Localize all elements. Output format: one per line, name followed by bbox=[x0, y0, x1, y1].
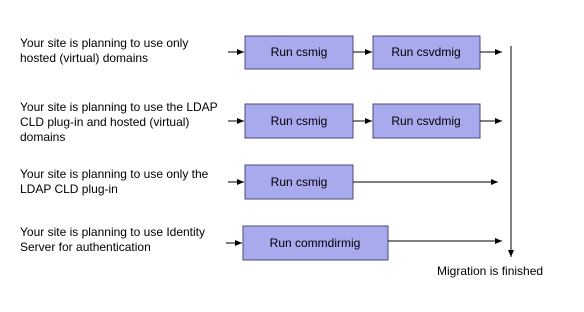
migration-finished-label: Migration is finished bbox=[437, 264, 544, 278]
step-box-row1-csvdmig: Run csvdmig bbox=[372, 35, 481, 70]
scenario-label-4: Your site is planning to use Identity Se… bbox=[20, 225, 206, 254]
step-label-row3-csmig: Run csmig bbox=[271, 175, 328, 189]
step-label-row1-csvdmig: Run csvdmig bbox=[391, 45, 460, 59]
step-label-row2-csmig: Run csmig bbox=[271, 114, 328, 128]
scenario-label-2: Your site is planning to use the LDAP CL… bbox=[20, 100, 218, 144]
step-box-row4-commdirmig: Run commdirmig bbox=[242, 225, 389, 261]
step-label-row4-commdirmig: Run commdirmig bbox=[270, 236, 361, 250]
scenario-label-1: Your site is planning to use only hosted… bbox=[20, 36, 189, 65]
step-label-row2-csvdmig: Run csvdmig bbox=[391, 114, 460, 128]
step-box-row2-csmig: Run csmig bbox=[244, 103, 354, 139]
step-box-row1-csmig: Run csmig bbox=[244, 35, 354, 70]
scenario-label-3: Your site is planning to use only the LD… bbox=[20, 167, 209, 196]
step-box-row3-csmig: Run csmig bbox=[244, 164, 354, 200]
step-label-row1-csmig: Run csmig bbox=[271, 45, 328, 59]
step-box-row2-csvdmig: Run csvdmig bbox=[372, 103, 481, 139]
